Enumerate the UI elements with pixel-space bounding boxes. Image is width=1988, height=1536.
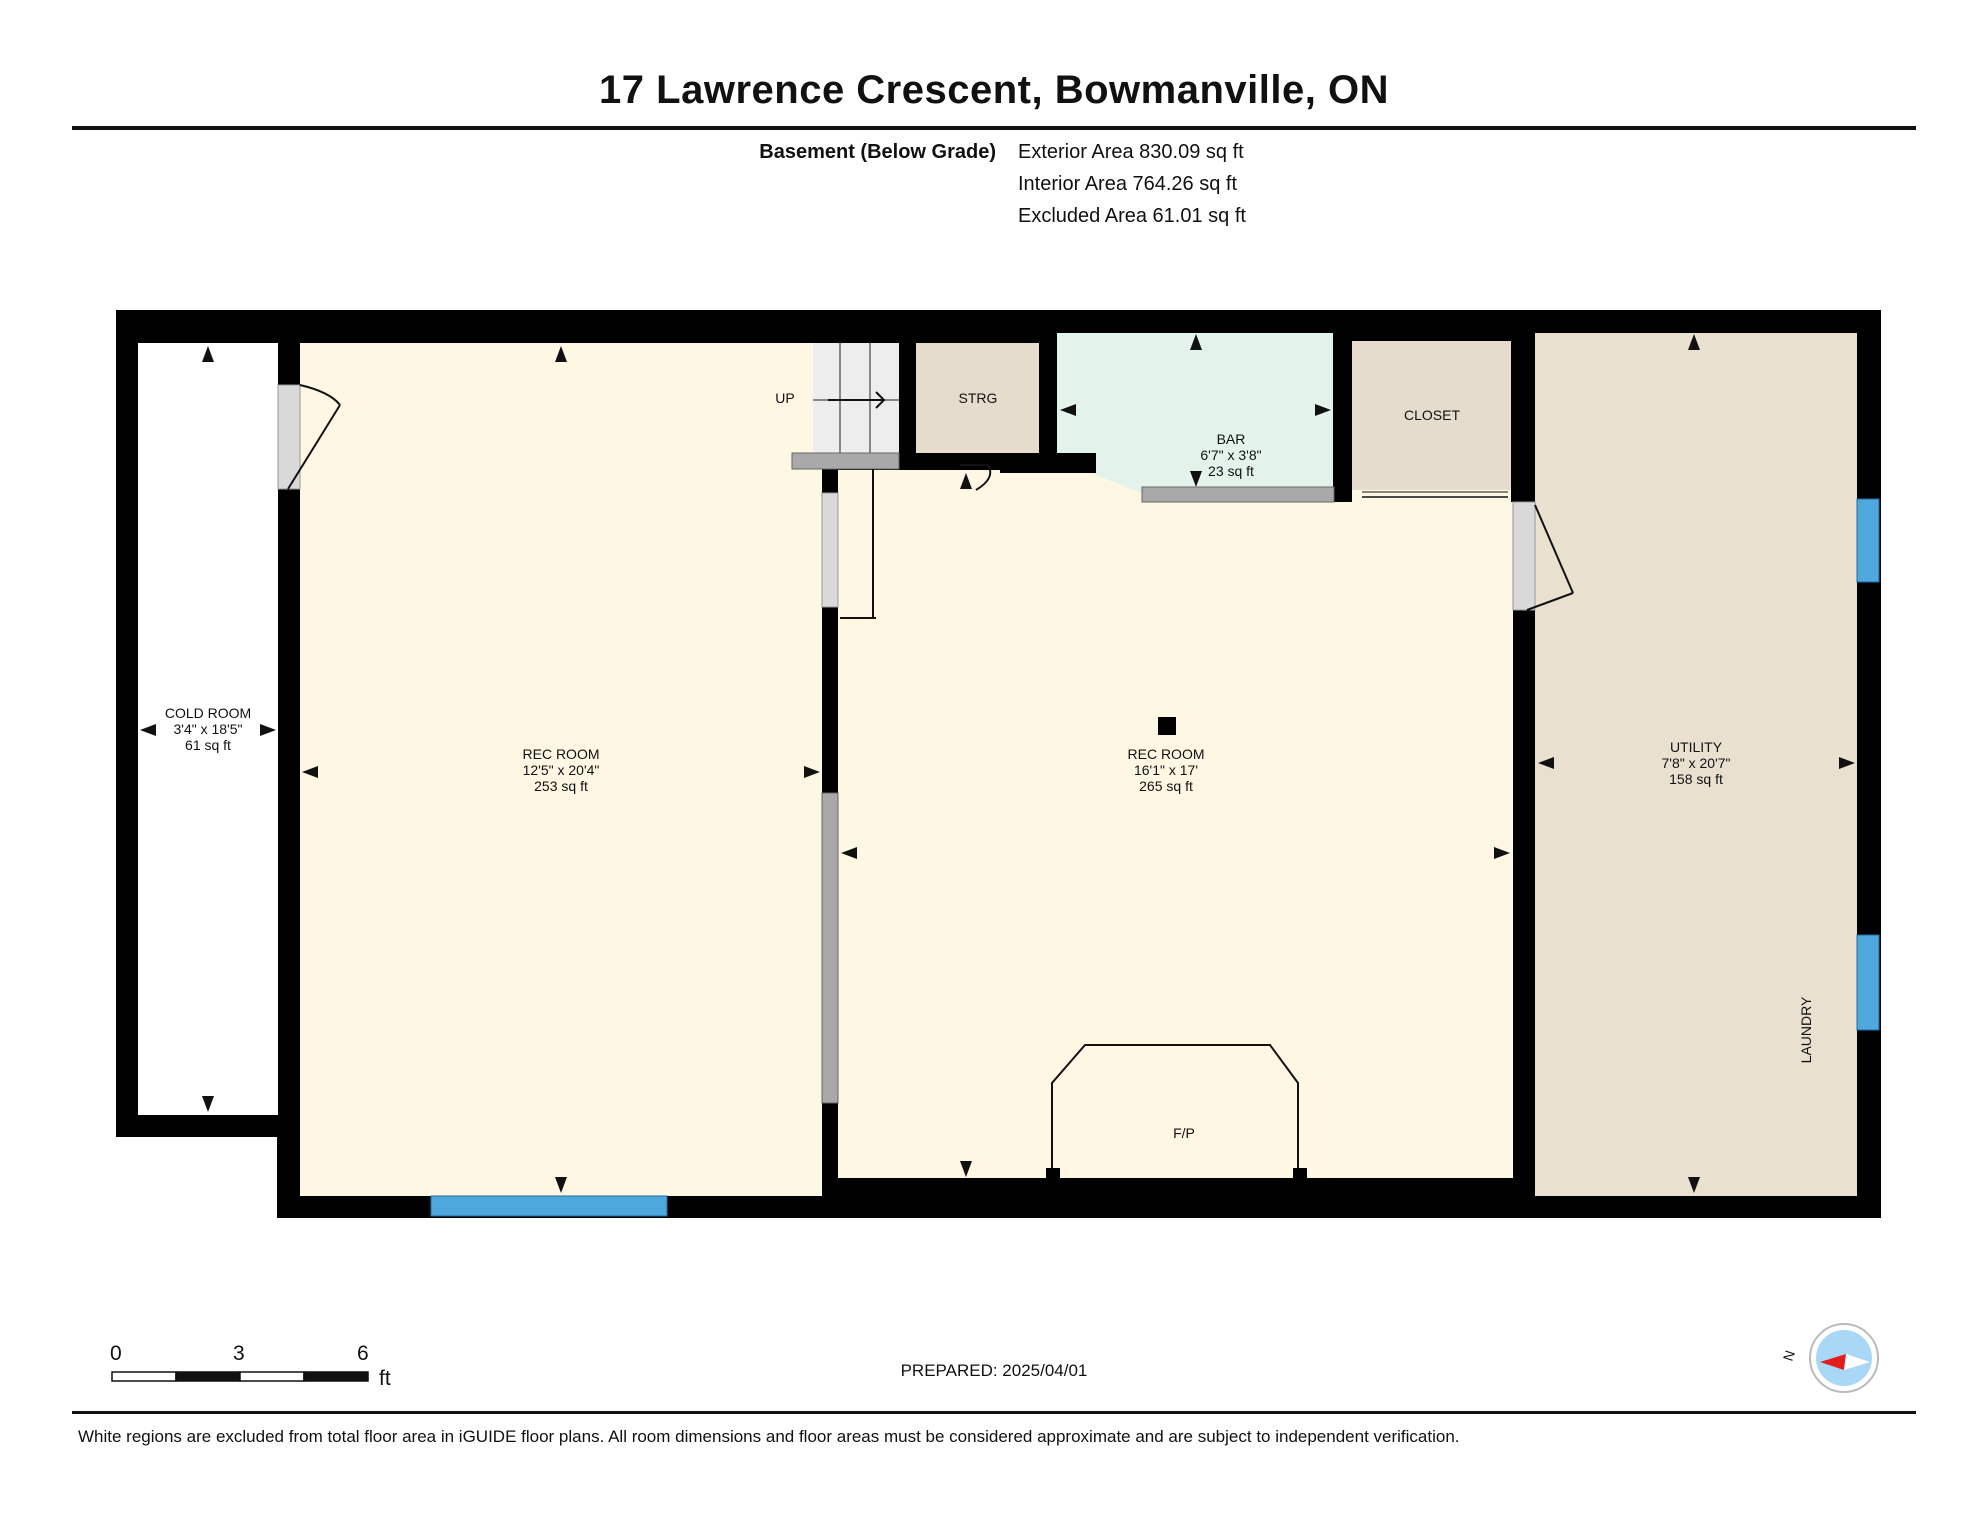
utility-floor	[1535, 333, 1857, 1196]
scale-tick-6: 6	[357, 1342, 369, 1365]
rec-room-west-name: REC ROOM	[523, 746, 600, 762]
bar-name: BAR	[1217, 431, 1246, 447]
stairs-area	[813, 343, 899, 453]
fireplace-outline	[1051, 1044, 1299, 1178]
floor-plan: COLD ROOM 3'4" x 18'5" 61 sq ft REC ROOM…	[116, 310, 1881, 1218]
door-panels	[277, 384, 1536, 611]
bar-area: 23 sq ft	[1208, 463, 1254, 479]
storage-floor	[916, 343, 1039, 453]
utility-dims: 7'8" x 20'7"	[1662, 755, 1731, 771]
fireplace-label: F/P	[1173, 1125, 1195, 1141]
scale-tick-0: 0	[110, 1342, 122, 1365]
closet-floor	[1352, 341, 1511, 490]
rec-room-east-dims: 16'1" x 17'	[1134, 762, 1198, 778]
storage-label: STRG	[959, 390, 998, 406]
rec-room-east-floor	[838, 470, 1513, 1178]
cold-room-area: 61 sq ft	[185, 737, 231, 753]
dimension-arrows	[140, 334, 1855, 1193]
rec-room-west-area: 253 sq ft	[534, 778, 588, 794]
excluded-area: Excluded Area 61.01 sq ft	[1018, 205, 1246, 227]
windows	[430, 498, 1880, 1217]
fireplace-post-left	[1046, 1168, 1060, 1180]
compass-icon: N	[1780, 1323, 1879, 1393]
cold-room-name: COLD ROOM	[165, 705, 251, 721]
header-divider	[72, 126, 1916, 130]
rec-room-east-name: REC ROOM	[1128, 746, 1205, 762]
utility-area: 158 sq ft	[1669, 771, 1723, 787]
level-label: Basement (Below Grade)	[759, 141, 996, 163]
utility-name: UTILITY	[1670, 739, 1723, 755]
partial-walls	[791, 452, 1335, 1104]
interior-area: Interior Area 764.26 sq ft	[1018, 173, 1238, 195]
stair-arrow	[828, 391, 886, 409]
door-swings	[287, 384, 1574, 619]
scale-bar	[111, 1371, 369, 1382]
rec-room-west-floor	[300, 343, 822, 1196]
rec-room-east-area: 265 sq ft	[1139, 778, 1193, 794]
cold-room-dims: 3'4" x 18'5"	[174, 721, 243, 737]
scale-tick-3: 3	[233, 1342, 245, 1365]
support-column	[1158, 717, 1176, 735]
rec-room-west-dims: 12'5" x 20'4"	[523, 762, 600, 778]
fireplace-post-right	[1293, 1168, 1307, 1180]
stairs-up-label: UP	[775, 390, 794, 406]
scale-unit: ft	[379, 1367, 391, 1390]
cold-room-floor	[138, 343, 278, 1115]
closet-label: CLOSET	[1404, 407, 1460, 423]
page-title: 17 Lawrence Crescent, Bowmanville, ON	[599, 68, 1389, 112]
disclaimer-text: White regions are excluded from total fl…	[78, 1427, 1460, 1446]
exterior-area: Exterior Area 830.09 sq ft	[1018, 141, 1244, 163]
bar-dims: 6'7" x 3'8"	[1200, 447, 1261, 463]
footer-divider	[72, 1411, 1916, 1414]
laundry-label: LAUNDRY	[1798, 996, 1814, 1063]
bar-floor	[1057, 333, 1333, 493]
compass-north-label: N	[1780, 1348, 1798, 1363]
prepared-date: PREPARED: 2025/04/01	[900, 1361, 1088, 1380]
